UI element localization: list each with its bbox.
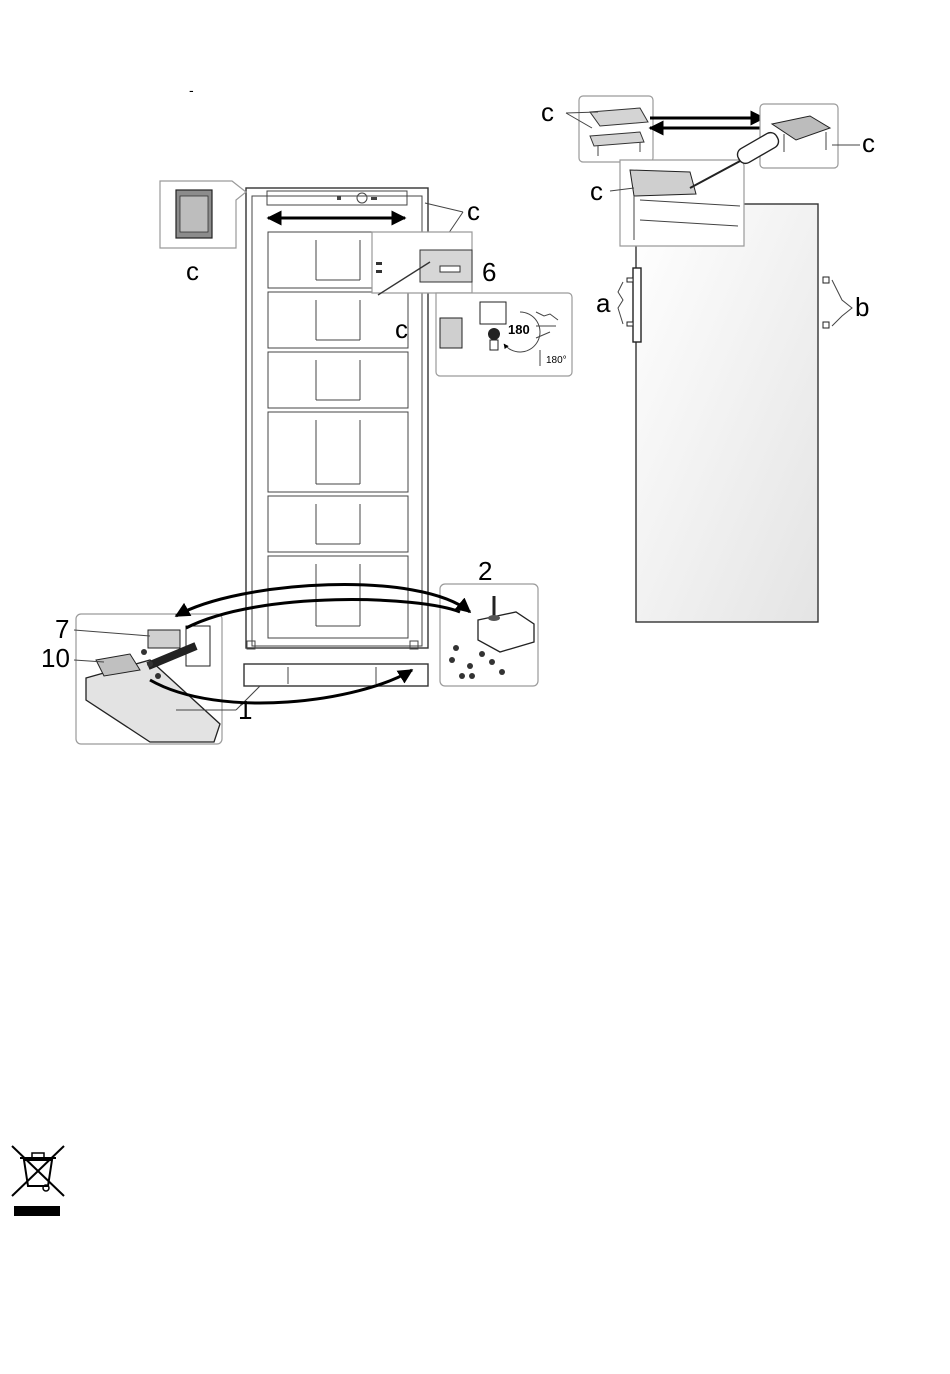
label-c-cabinet-top: c xyxy=(467,196,480,226)
hinge-swap-arc-upper-inner xyxy=(186,600,460,628)
weee-bin-icon xyxy=(12,1146,64,1216)
label-1: 1 xyxy=(238,695,252,725)
label-c-screwdriver: c xyxy=(590,176,603,206)
label-180-large: 180 xyxy=(508,322,530,337)
inset-hinge-cover: 6 xyxy=(372,232,496,295)
inset-top-cover-left: c xyxy=(541,96,653,162)
label-10: 10 xyxy=(41,643,70,673)
top-mark: - xyxy=(189,82,194,98)
door-handle xyxy=(633,268,641,342)
label-6: 6 xyxy=(482,257,496,287)
label-c-top-right: c xyxy=(862,128,875,158)
label-7: 7 xyxy=(55,614,69,644)
label-c-top-left: c xyxy=(541,97,554,127)
door: a b xyxy=(596,204,869,622)
inset-bottom-hinge-right: 2 xyxy=(440,556,538,686)
label-180-small: 180° xyxy=(546,355,567,366)
label-b: b xyxy=(855,292,869,322)
label-a: a xyxy=(596,288,611,318)
inset-side-cover: c xyxy=(160,181,246,286)
label-2: 2 xyxy=(478,556,492,586)
inset-bottom-hinge-left: 7 10 xyxy=(41,614,222,744)
label-c-side-cover: c xyxy=(186,256,199,286)
label-c-hinge: c xyxy=(395,314,408,344)
